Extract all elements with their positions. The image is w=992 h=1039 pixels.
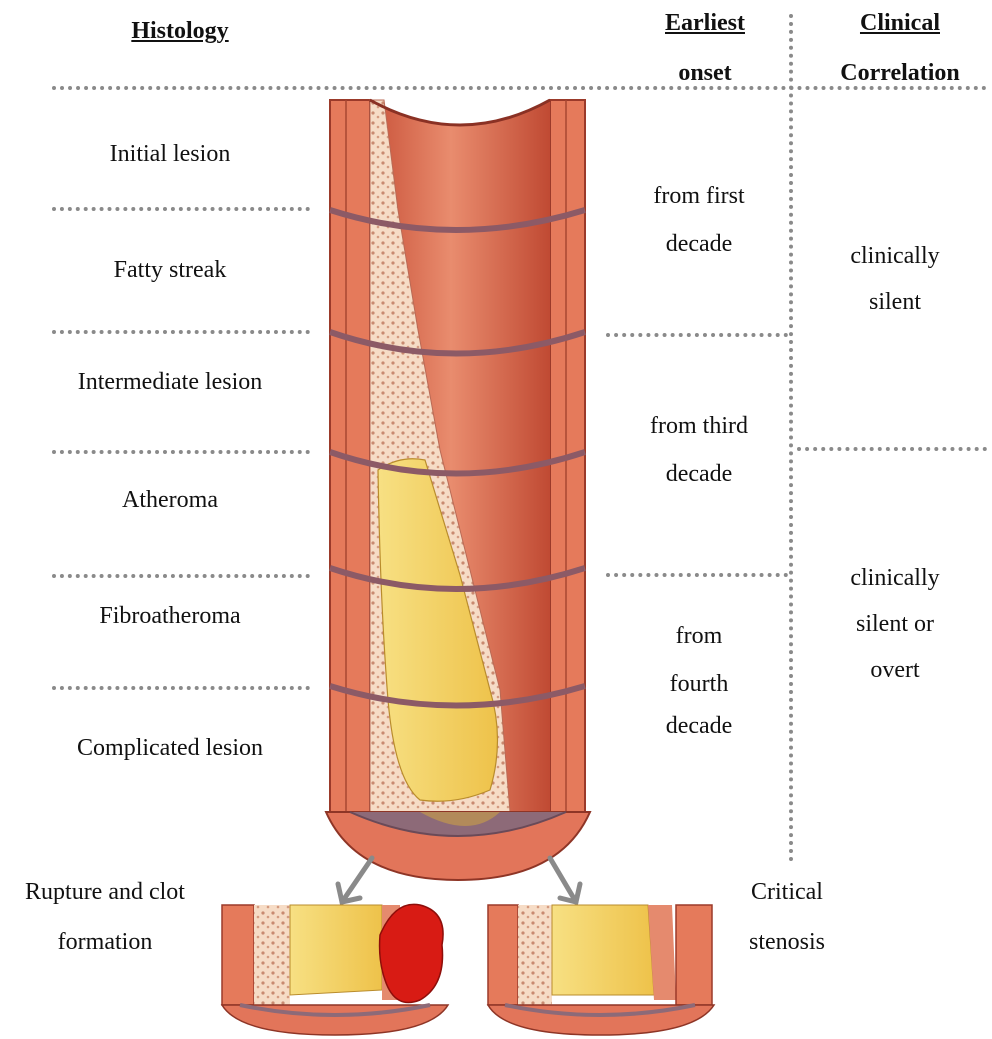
critical-stenosis-illustration [488, 905, 714, 1035]
arrow-to-rupture [338, 858, 372, 902]
arrow-to-stenosis [550, 858, 580, 902]
clot-icon [380, 904, 444, 1002]
rupture-clot-illustration [222, 904, 448, 1035]
